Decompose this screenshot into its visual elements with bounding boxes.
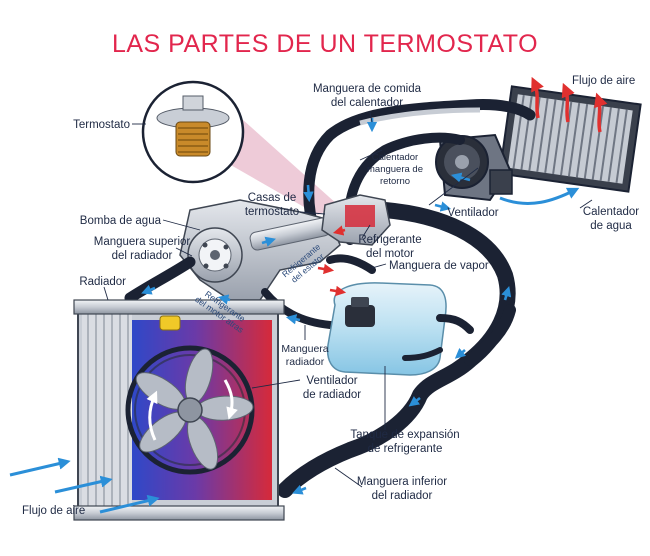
heater-return-branch [464,304,516,366]
label-calentador-retorno-3: retorno [380,176,410,187]
label-termostato: Termostato [73,119,130,131]
expansion-tank [326,282,474,376]
engine-block [179,199,341,301]
label-calentador-agua: Calentador [583,206,639,218]
label-refrigerante-motor: Refrigerante [358,234,421,246]
label-refrigerante-motor-2: del motor [366,248,414,260]
label-calentador-agua-2: de agua [590,220,632,232]
label-manguera-inferior: Manguera inferior [357,476,447,488]
label-manguera-superior-2: del radiador [112,250,173,262]
label-manguera-comida: Manguera de comida [313,83,422,95]
label-bomba-agua: Bomba de agua [80,215,162,227]
heater-feed-hose [303,99,536,241]
label-manguera-inferior-2: del radiador [372,490,433,502]
vapor-hose [326,254,376,274]
label-manguera-radiador-2: radiador [286,356,325,368]
label-ventilador-radiador-2: de radiador [303,389,361,401]
label-manguera-comida-2: del calentador [331,97,403,109]
label-ventilador-radiador: Ventilador [306,375,357,387]
label-casas-2: termostato [245,206,299,218]
label-calentador-retorno: Calentador [372,152,418,163]
page-title: LAS PARTES DE UN TERMOSTATO [112,30,538,58]
label-flujo-aire-top: Flujo de aire [572,75,635,87]
diagram-labels: Termostato Manguera de comida del calent… [22,75,639,517]
thermostat-inset [141,80,245,184]
label-tanque-2: de refrigerante [368,443,443,455]
label-manguera-vapor: Manguera de vapor [389,260,489,272]
leader-lines [103,111,593,488]
airflow-arrow-fan [499,187,580,205]
coolant-hot-arrows [317,225,347,297]
label-ventilador: Ventilador [447,207,498,219]
label-tanque: Tanque de expansión [350,429,459,441]
label-casas: Casas de [248,192,297,204]
heater-core [498,85,642,193]
upper-radiator-hose [124,256,196,304]
coolant-flow-arrows [141,118,512,495]
label-manguera-superior: Manguera superior [94,236,191,248]
radiator-fan [125,345,255,475]
cold-airflow-arrows [9,457,160,514]
heater-pipe [359,107,481,126]
label-manguera-radiador: Manguera [281,343,328,355]
hot-airflow-arrows [531,76,608,133]
label-calentador-retorno-2: manguera de [367,164,423,175]
label-flujo-aire-bottom: Flujo de aire [22,505,85,517]
label-radiador: Radiador [79,276,126,288]
blower-fan [435,133,513,202]
lower-radiator-hose [277,202,516,498]
